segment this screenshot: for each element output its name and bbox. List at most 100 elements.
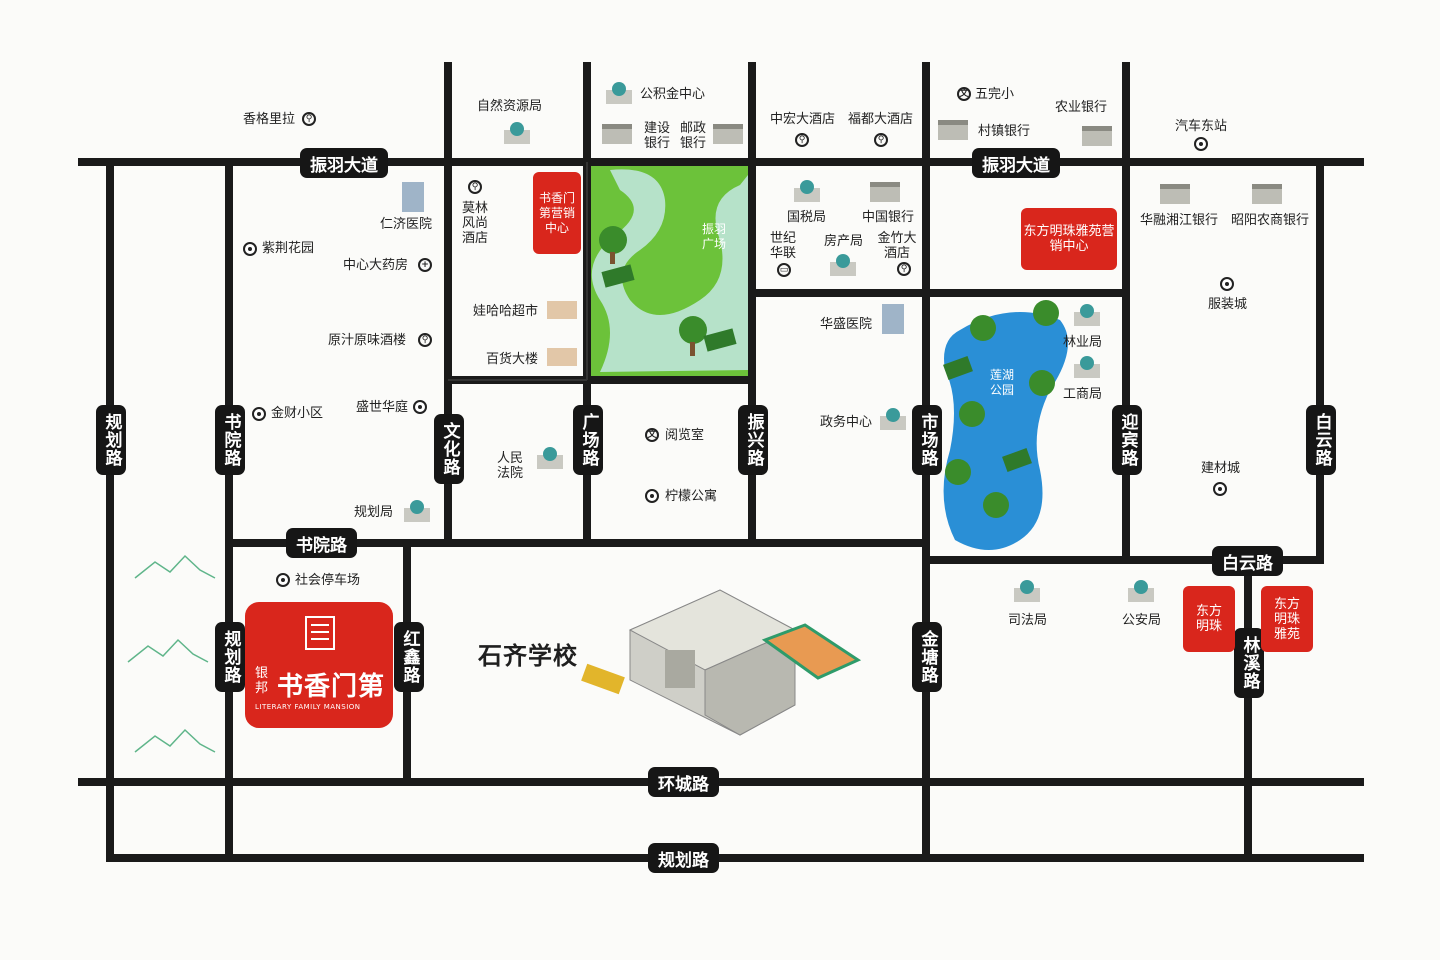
road-label-baiyun-lu-vertical: 白云路 (1306, 405, 1336, 475)
hospital-building-icon (402, 182, 424, 212)
hospital-building-icon (882, 304, 904, 334)
location-dot-icon (645, 489, 659, 503)
road-label-hongxin-lu: 红鑫路 (394, 622, 424, 692)
project-logo-icon (305, 616, 335, 650)
poi-huarong-bank: 华融湘江银行 (1140, 213, 1219, 228)
lianhu-lake (943, 312, 1068, 550)
poi-lianhu-park: 莲湖公园 (989, 368, 1014, 397)
poi-zijinghuayuan: 紫荆花园 (262, 241, 315, 256)
poi-nongye-bank: 农业银行 (1055, 100, 1108, 115)
road-label-zhenyu-dadao-east: 振羽大道 (972, 148, 1060, 178)
road-label-guihua-lu-lower: 规划路 (215, 622, 245, 692)
road-label-guihua-lu-south: 规划路 (648, 843, 719, 873)
bank-building-icon (713, 124, 743, 144)
road-label-zhenxing-lu: 振兴路 (738, 405, 768, 475)
road-label-wenhua-lu: 文化路 (434, 414, 464, 484)
poi-fudu-hotel: 福都大酒店 (848, 112, 914, 127)
shopping-cart-icon: ▭ (777, 263, 791, 277)
poi-guihuaju: 规划局 (354, 505, 394, 520)
government-building-icon (504, 122, 530, 144)
road-label-linxi-lu: 林溪路 (1234, 628, 1264, 698)
location-pin-icon: ⚲ (302, 112, 316, 126)
road-label-jintang-lu: 金塘路 (912, 622, 942, 692)
government-building-icon (1074, 356, 1100, 378)
location-dot-icon (1220, 277, 1234, 291)
poi-school: 石齐学校 (478, 642, 578, 670)
bank-building-icon (1252, 184, 1282, 204)
poi-renji-hospital: 仁济医院 (380, 217, 433, 232)
government-building-icon (1074, 304, 1100, 326)
poi-guoshui: 国税局 (787, 210, 827, 225)
pharmacy-cross-icon: + (418, 258, 432, 272)
poi-gongan-bureau: 公安局 (1122, 613, 1162, 628)
government-building-icon (794, 180, 820, 202)
location-dot-icon (1213, 482, 1227, 496)
lake-trees (943, 300, 1059, 518)
dongfang-yayuan-badge: 东方明珠雅苑 (1261, 586, 1313, 652)
poi-xianggelila: 香格里拉 (243, 112, 296, 127)
park-trees (599, 226, 737, 356)
brand-prefix: 银邦 (255, 666, 269, 696)
poi-zhengwu-center: 政务中心 (820, 415, 873, 430)
poi-zhenyu-square: 振羽广场 (701, 222, 726, 251)
project-logo-card: 银邦 书香门第 LITERARY FAMILY MANSION (245, 602, 393, 728)
road-label-huancheng-lu: 环城路 (648, 767, 719, 797)
mountain-decoration (127, 554, 216, 753)
poi-gongshang-bureau: 工商局 (1063, 387, 1103, 402)
poi-fuzhuangcheng: 服装城 (1208, 297, 1248, 312)
road-label-shuyuan-lu-vertical: 书院路 (215, 405, 245, 475)
road-label-zhenyu-dadao: 振羽大道 (300, 148, 388, 178)
poi-shehui-parking: 社会停车场 (295, 573, 361, 588)
location-pin-icon: ⚲ (418, 333, 432, 347)
reading-room-icon: 文 (645, 428, 659, 442)
poi-baihuo: 百货大楼 (486, 352, 539, 367)
poi-yuanzhi-restaurant: 原汁原味酒楼 (328, 333, 407, 348)
poi-zhonghong-hotel: 中宏大酒店 (770, 112, 836, 127)
road-label-baiyun-lu: 白云路 (1212, 546, 1283, 576)
store-building-icon (547, 301, 577, 319)
road-label-shuyuan-lu: 书院路 (286, 528, 357, 558)
poi-zhaoyang-bank: 昭阳农商银行 (1231, 213, 1310, 228)
bank-building-icon (602, 124, 632, 144)
government-building-icon (1014, 580, 1040, 602)
government-building-icon (404, 500, 430, 522)
poi-huasheng-hospital: 华盛医院 (820, 317, 873, 332)
poi-shijihualian: 世纪华联 (769, 231, 796, 261)
location-dot-icon (276, 573, 290, 587)
poi-jiancaicheng: 建材城 (1201, 461, 1241, 476)
poi-sifa-bureau: 司法局 (1008, 613, 1048, 628)
poi-ningmeng-apartment: 柠檬公寓 (665, 489, 718, 504)
bank-building-icon (1160, 184, 1190, 204)
poi-wahaha: 娃哈哈超市 (473, 304, 539, 319)
location-pin-icon: ⚲ (795, 133, 809, 147)
government-building-icon (880, 408, 906, 430)
poi-jianshe-bank: 建设银行 (643, 121, 670, 151)
poi-cunzhen-bank: 村镇银行 (978, 124, 1031, 139)
brand-name: 书香门第 (277, 672, 386, 702)
location-pin-icon: ⚲ (897, 262, 911, 276)
dongfang-mingzhu-badge: 东方明珠 (1183, 586, 1235, 652)
location-dot-icon (1194, 137, 1208, 151)
poi-yuelanshi: 阅览室 (665, 428, 705, 443)
shuxiang-sales-center-badge: 书香门第营销中心 (533, 172, 581, 254)
school-building-icon (581, 589, 862, 736)
bank-building-icon (1082, 126, 1112, 146)
road-label-shichang-lu: 市场路 (912, 405, 942, 475)
poi-jinzhu-hotel: 金竹大酒店 (877, 231, 917, 261)
location-pin-icon: ⚲ (468, 180, 482, 194)
location-pin-icon: ⚲ (874, 133, 888, 147)
government-building-icon (830, 254, 856, 276)
poi-zhongxindayaofang: 中心大药房 (343, 258, 409, 273)
road-label-guihua-lu-west: 规划路 (96, 405, 126, 475)
poi-gongjijin: 公积金中心 (640, 87, 706, 102)
road-label-guangchang-lu: 广场路 (573, 405, 603, 475)
brand-english: LITERARY FAMILY MANSION (255, 703, 361, 711)
poi-wuwanxiao: 五完小 (975, 87, 1015, 102)
road-label-yingbin-lu: 迎宾路 (1112, 405, 1142, 475)
school-icon: 文 (957, 87, 971, 101)
poi-fangchan: 房产局 (824, 234, 864, 249)
poi-shengshihuating: 盛世华庭 (356, 400, 409, 415)
government-building-icon (1128, 580, 1154, 602)
poi-ziranziyuanju: 自然资源局 (477, 99, 543, 114)
zhenyu-square-path (591, 169, 748, 372)
